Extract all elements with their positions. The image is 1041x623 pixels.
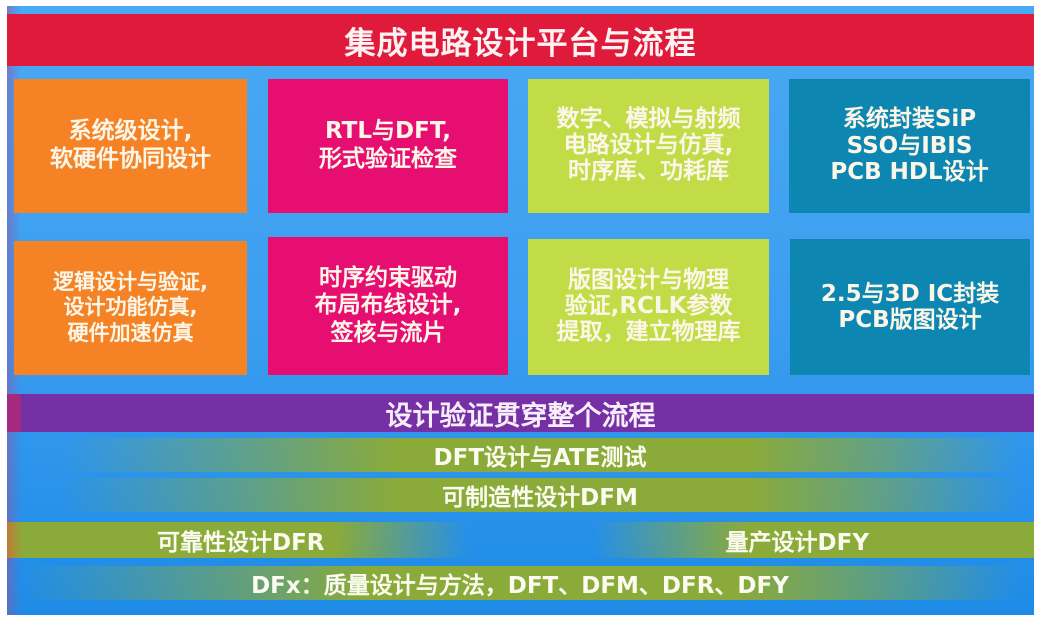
dfx-band: DFx：质量设计与方法，DFT、DFM、DFR、DFY [20, 566, 1020, 600]
dfy-label: 量产设计DFY [725, 530, 869, 556]
dfr-label: 可靠性设计DFR [157, 530, 325, 556]
diagram-title: 集成电路设计平台与流程 [7, 14, 1034, 66]
dfm-band: 可制造性设计DFM [60, 478, 1020, 512]
box-system-level-design: 系统级设计, 软硬件协同设计 [14, 79, 247, 213]
dfr-dfy-band: 可靠性设计DFR 量产设计DFY [7, 522, 1034, 558]
box-rtl-dft: RTL与DFT, 形式验证检查 [268, 79, 508, 213]
box-place-route: 时序约束驱动 布局布线设计, 签核与流片 [268, 237, 508, 375]
box-digital-analog-rf: 数字、模拟与射频 电路设计与仿真, 时序库、功耗库 [528, 79, 769, 213]
verification-band-label: 设计验证贯穿整个流程 [385, 400, 656, 432]
box-3d-ic-packaging: 2.5与3D IC封装 PCB版图设计 [790, 239, 1030, 375]
verification-band: 设计验证贯穿整个流程 [7, 394, 1034, 432]
dft-band: DFT设计与ATE测试 [60, 438, 1020, 472]
box-logic-design-verification: 逻辑设计与验证, 设计功能仿真, 硬件加速仿真 [14, 241, 247, 375]
box-sip-packaging: 系统封装SiP SSO与IBIS PCB HDL设计 [789, 79, 1030, 213]
box-layout-physical-verification: 版图设计与物理 验证,RCLK参数 提取，建立物理库 [528, 239, 769, 375]
